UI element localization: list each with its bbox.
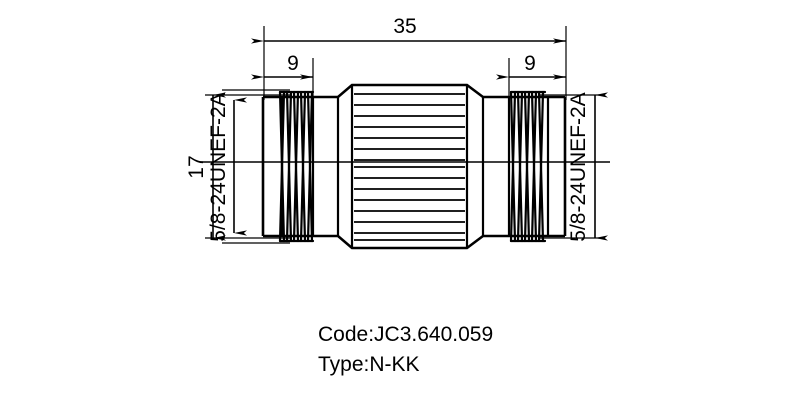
- thread-label-left: 5/8-24UNEF-2A: [207, 92, 230, 241]
- extension-lines: [205, 26, 604, 244]
- connector-body-outline: [261, 83, 567, 250]
- left-thread-flank-b: [278, 90, 314, 243]
- right-thread-flank-b: [509, 90, 545, 243]
- dim-text-17: 17: [185, 155, 208, 178]
- knurl-lines: [354, 93, 465, 241]
- left-thread-detail: [278, 90, 315, 243]
- dimension-lines: [212, 38, 608, 241]
- body-bottom-profile: [263, 234, 565, 250]
- thread-label-right: 5/8-24UNEF-2A: [567, 92, 590, 241]
- caption-code: Code:JC3.640.059: [318, 323, 493, 346]
- body-top-profile: [263, 83, 565, 99]
- dim-text-35: 35: [393, 15, 416, 38]
- dim-text-right-9: 9: [524, 52, 536, 75]
- right-thread-detail: [509, 90, 547, 243]
- caption-type: Type:N-KK: [318, 353, 420, 376]
- dim-text-left-9: 9: [287, 52, 299, 75]
